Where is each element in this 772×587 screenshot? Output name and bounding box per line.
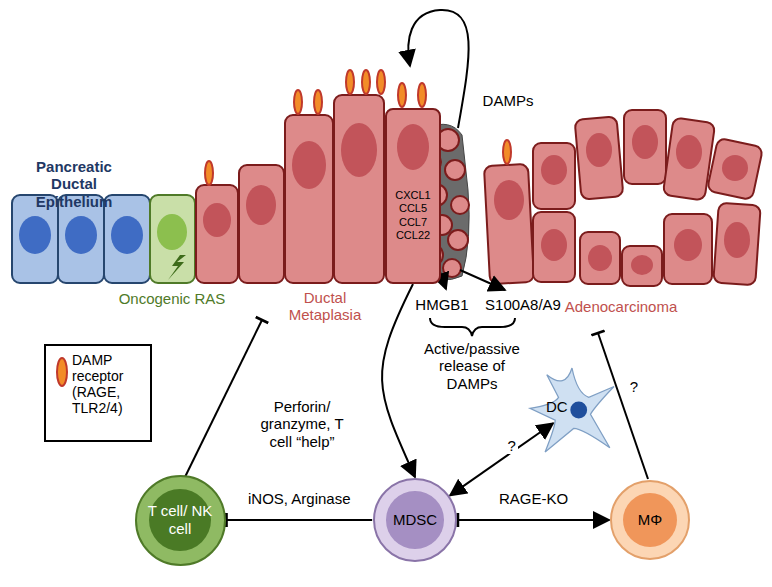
leader-lines (185, 10, 648, 479)
text-label: Oncogenic RAS (112, 290, 232, 307)
chemokine-cell: CXCL1 CCL5 CCL7 CCL22 (385, 108, 441, 284)
dc-outline (530, 368, 614, 452)
ras-cell (150, 195, 195, 283)
metaplasia-cells (196, 95, 384, 283)
text-label: Pancreatic Ductal Epithelium (14, 158, 134, 210)
connector (226, 519, 372, 521)
text-label: DAMPs (478, 92, 538, 109)
text-label: HMGB1 (412, 296, 472, 313)
edge-label: iNOS, Arginase (246, 490, 353, 507)
connector (458, 519, 609, 521)
edge-label: ? (505, 437, 517, 454)
node-text: MΦ (638, 511, 662, 529)
text-label: Active/passive release of DAMPs (412, 340, 532, 392)
legend-receptor-sample (57, 358, 67, 386)
node-text: MDSC (393, 511, 437, 529)
mdsc-circle: MDSC (373, 478, 457, 562)
lightning-bolt (168, 255, 186, 280)
legend-box (45, 345, 151, 441)
text-label: ? (626, 378, 642, 395)
dc-star: DC (530, 368, 614, 452)
text-label: Adenocarcinoma (556, 298, 686, 315)
connector (450, 423, 553, 495)
macrophage-circle: MΦ (610, 480, 690, 560)
connector (382, 284, 415, 477)
tcell-circle: T cell/ NK cell (135, 475, 226, 566)
nucleus (149, 489, 212, 552)
text-label: Ductal Metaplasia (280, 289, 370, 324)
text-label: S100A8/A9 (480, 296, 566, 313)
text-label: Perforin/ granzyme, T cell “help” (252, 398, 352, 450)
nucleus (397, 124, 429, 170)
node-text: CXCL1 CCL5 CCL7 CCL22 (388, 189, 438, 242)
node-text: DC (546, 398, 568, 416)
legend-text: DAMP receptor (RAGE, TLR2/4) (72, 352, 148, 416)
edge-label: RAGE-KO (497, 490, 570, 507)
adenocarcinoma-cells (484, 110, 763, 286)
node-text: T cell/ NK cell (144, 502, 216, 538)
